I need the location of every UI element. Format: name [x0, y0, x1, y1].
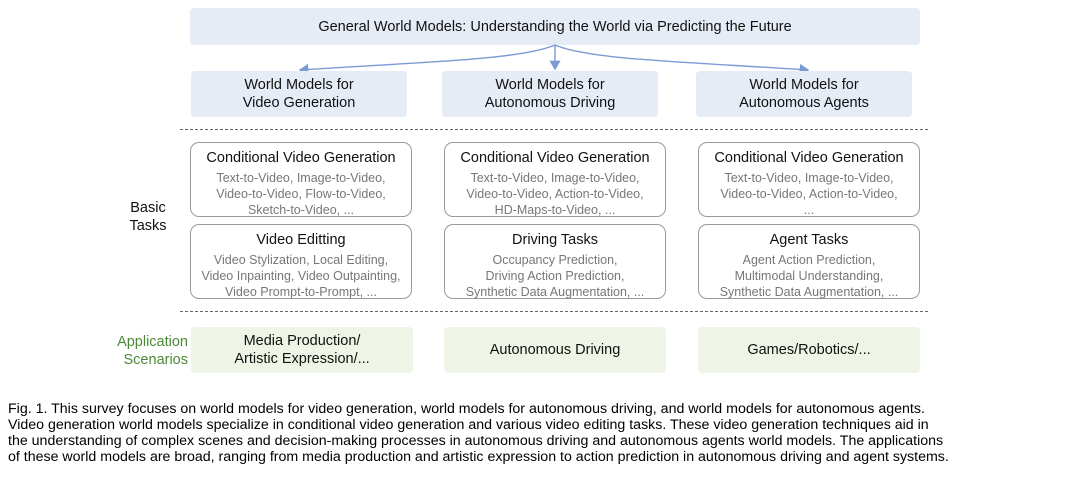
- application-scenarios-label: Application Scenarios: [117, 334, 188, 368]
- separator-top: [180, 129, 928, 130]
- arrow-to-video-generation: [298, 44, 556, 76]
- category-video-generation: World Models for Video Generation: [191, 71, 407, 117]
- application-games-robotics: Games/Robotics/...: [698, 327, 920, 373]
- task-box-agent-tasks: Agent Tasks Agent Action Prediction, Mul…: [698, 224, 920, 299]
- separator-bottom: [180, 311, 928, 312]
- category-autonomous-agents: World Models for Autonomous Agents: [696, 71, 912, 117]
- task-box-driving-tasks: Driving Tasks Occupancy Prediction, Driv…: [444, 224, 666, 299]
- arrow-to-autonomous-agents: [554, 44, 810, 76]
- title-arrows: [298, 44, 810, 76]
- application-media-production: Media Production/ Artistic Expression/..…: [191, 327, 413, 373]
- application-autonomous-driving: Autonomous Driving: [444, 327, 666, 373]
- task-box-video-editing: Video Editting Video Stylization, Local …: [190, 224, 412, 299]
- caption-line: Video generation world models specialize…: [8, 417, 929, 433]
- diagram-title: General World Models: Understanding the …: [318, 18, 792, 35]
- task-box-video-conditional: Conditional Video Generation Text-to-Vid…: [190, 142, 412, 217]
- caption-line: Fig. 1. This survey focuses on world mod…: [8, 401, 925, 417]
- category-autonomous-driving: World Models for Autonomous Driving: [442, 71, 658, 117]
- diagram-title-box: General World Models: Understanding the …: [190, 8, 920, 45]
- caption-line: of these world models are broad, ranging…: [8, 449, 949, 465]
- task-box-driving-conditional: Conditional Video Generation Text-to-Vid…: [444, 142, 666, 217]
- caption-line: the understanding of complex scenes and …: [8, 433, 944, 449]
- task-box-agents-conditional: Conditional Video Generation Text-to-Vid…: [698, 142, 920, 217]
- figure-caption: Fig. 1. This survey focuses on world mod…: [8, 401, 1074, 465]
- basic-tasks-label: Basic Tasks: [129, 200, 167, 234]
